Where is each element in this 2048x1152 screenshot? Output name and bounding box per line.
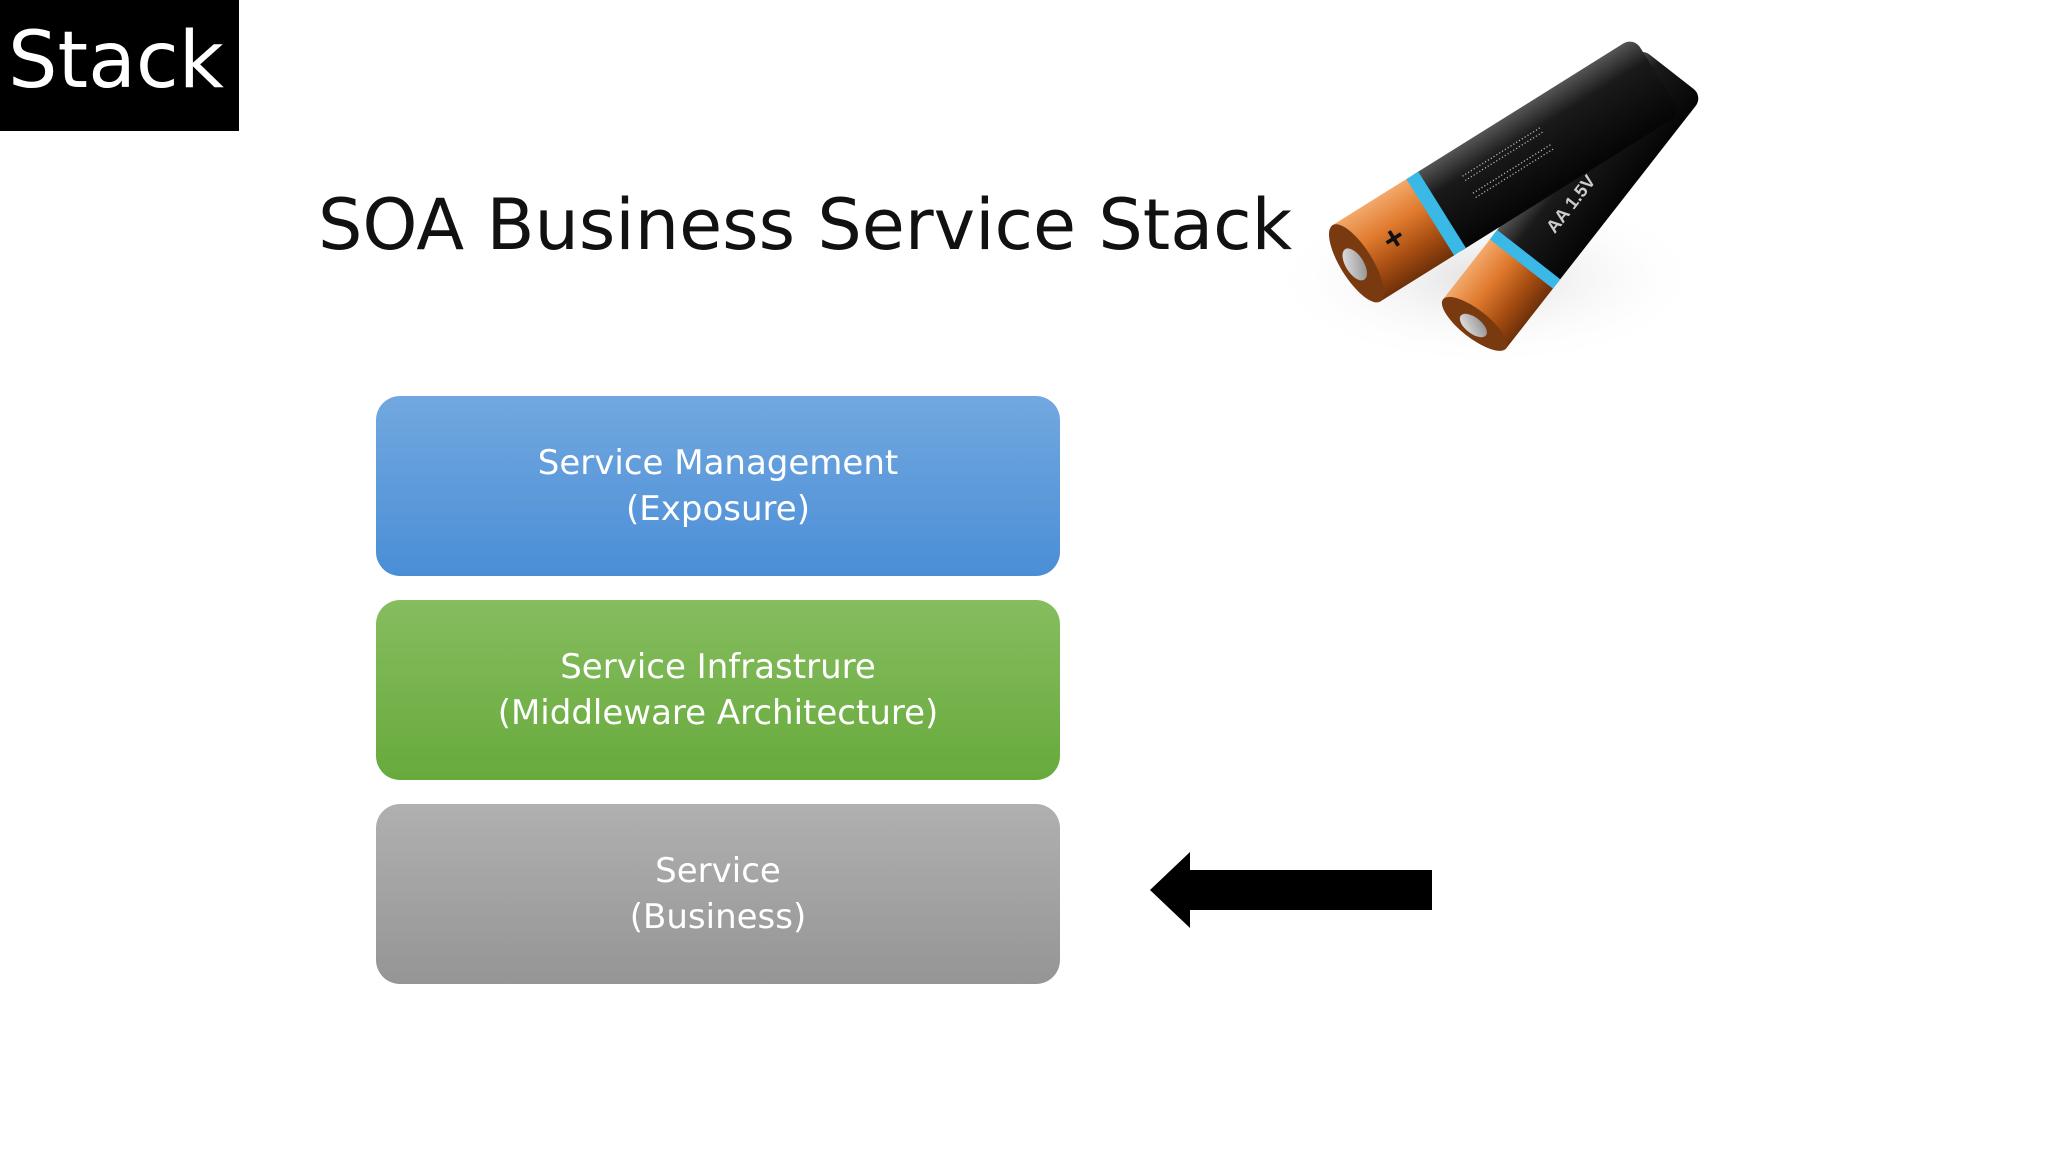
section-tag: Stack	[0, 0, 239, 131]
stack-layer-service-management: Service Management (Exposure)	[376, 396, 1060, 576]
stack-layer-subtitle: (Business)	[629, 897, 807, 937]
stack-layer-title: Service Management	[537, 443, 899, 483]
slide-title: SOA Business Service Stack	[318, 184, 1293, 266]
stack-layer-subtitle: (Middleware Architecture)	[497, 693, 939, 733]
left-arrow-icon	[1150, 852, 1432, 928]
batteries-image: AA 1.5V + :::::::::::::::::::::::::::: :…	[1267, 41, 1707, 368]
stack-layer-service-infrastructure: Service Infrastrure (Middleware Architec…	[376, 600, 1060, 780]
stack-layer-service-business: Service (Business)	[376, 804, 1060, 984]
stack-layer-title: Service	[655, 851, 781, 891]
stack-layer-title: Service Infrastrure	[560, 647, 876, 687]
stack-layer-subtitle: (Exposure)	[626, 489, 810, 529]
